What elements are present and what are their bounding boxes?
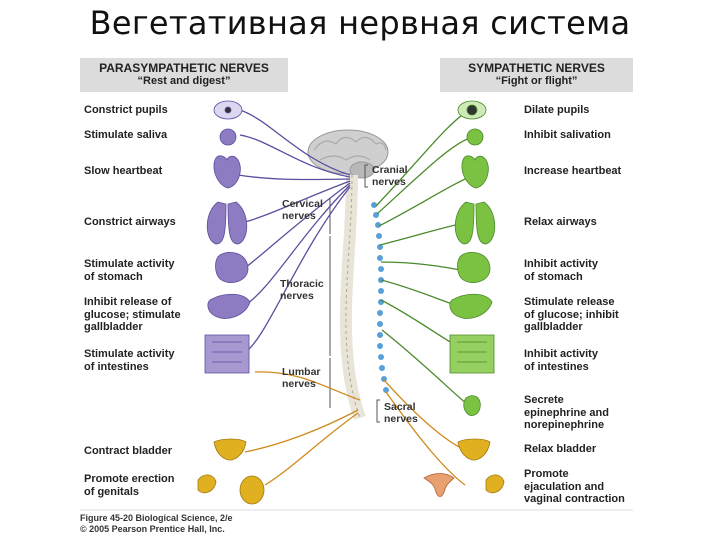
salivary-gland-icon — [466, 128, 484, 146]
symp-effect-label: Promote ejaculation and vaginal contract… — [524, 468, 625, 505]
sympathetic-subtitle: “Fight or flight” — [495, 75, 578, 87]
slide-title: Вегетативная нервная система — [89, 4, 631, 42]
figure-caption: Figure 45-20 Biological Science, 2/e © 2… — [80, 513, 233, 534]
symp-effect-label: Stimulate release of glucose; inhibit ga… — [524, 296, 619, 333]
liver-icon — [207, 293, 251, 319]
parasympathetic-title: PARASYMPATHETIC NERVES — [99, 61, 269, 75]
brain-icon — [307, 129, 389, 179]
para-effect-label: Stimulate activity of intestines — [84, 348, 175, 373]
sacral-nerves-label: Sacral nerves — [384, 401, 418, 425]
symp-effect-label: Inhibit activity of stomach — [524, 258, 598, 283]
parasympathetic-header: PARASYMPATHETIC NERVES “Rest and digest” — [80, 58, 288, 92]
sympathetic-organ-icons — [449, 100, 496, 416]
heart-icon — [213, 155, 241, 189]
para-effect-label: Slow heartbeat — [84, 165, 163, 177]
lumbar-nerves-label: Lumbar nerves — [282, 366, 321, 390]
spinal-cord-icon — [339, 174, 366, 420]
para-effect-label: Stimulate saliva — [84, 129, 168, 141]
intestines-icon — [449, 334, 495, 374]
symp-effect-label: Inhibit salivation — [524, 129, 611, 141]
nerve-group-brackets — [329, 164, 380, 423]
parasympathetic-lower-organs — [197, 438, 265, 505]
para-effect-label: Constrict airways — [84, 216, 176, 228]
para-effect-label: Constrict pupils — [84, 104, 168, 116]
sympathetic-lower-organs — [423, 438, 505, 497]
symp-effect-label: Relax airways — [524, 216, 597, 228]
adrenal-gland-icon — [463, 395, 481, 416]
symp-effect-label: Secrete epinephrine and norepinephrine — [524, 394, 609, 431]
bladder-icon — [213, 438, 247, 461]
cervical-nerves-label: Cervical nerves — [282, 198, 323, 222]
para-effect-label: Inhibit release of glucose; stimulate ga… — [84, 296, 181, 333]
parasympathetic-nerves — [237, 109, 351, 351]
sympathetic-chain-icon — [371, 202, 389, 393]
parasympathetic-subtitle: “Rest and digest” — [137, 75, 231, 87]
male-genitals-icon — [197, 474, 217, 494]
uterus-icon — [423, 473, 455, 497]
lungs-icon — [454, 201, 496, 245]
sympathetic-header: SYMPATHETIC NERVES “Fight or flight” — [440, 58, 633, 92]
stomach-icon — [457, 252, 491, 283]
liver-icon — [449, 293, 493, 319]
para-effect-label: Stimulate activity of stomach — [84, 258, 175, 283]
symp-effect-label: Relax bladder — [524, 443, 597, 455]
male-genitals-icon — [485, 474, 505, 494]
cranial-nerves-label: Cranial nerves — [372, 164, 408, 188]
symp-effect-label: Inhibit activity of intestines — [524, 348, 598, 373]
para-effect-label: Contract bladder — [84, 445, 173, 457]
parasympathetic-organ-icons — [204, 100, 251, 374]
para-effect-label: Promote erection of genitals — [84, 473, 175, 498]
sympathetic-title: SYMPATHETIC NERVES — [468, 61, 605, 75]
female-genitals-icon — [239, 475, 265, 505]
thoracic-nerves-label: Thoracic nerves — [280, 278, 324, 302]
sacral-nerves — [244, 371, 361, 486]
symp-effect-label: Increase heartbeat — [524, 165, 622, 177]
bladder-icon — [457, 438, 491, 461]
salivary-gland-icon — [219, 128, 237, 146]
heart-icon — [461, 155, 489, 189]
intestines-icon — [204, 334, 250, 374]
stomach-icon — [215, 252, 249, 283]
symp-effect-label: Dilate pupils — [524, 104, 590, 116]
lungs-icon — [206, 201, 248, 245]
